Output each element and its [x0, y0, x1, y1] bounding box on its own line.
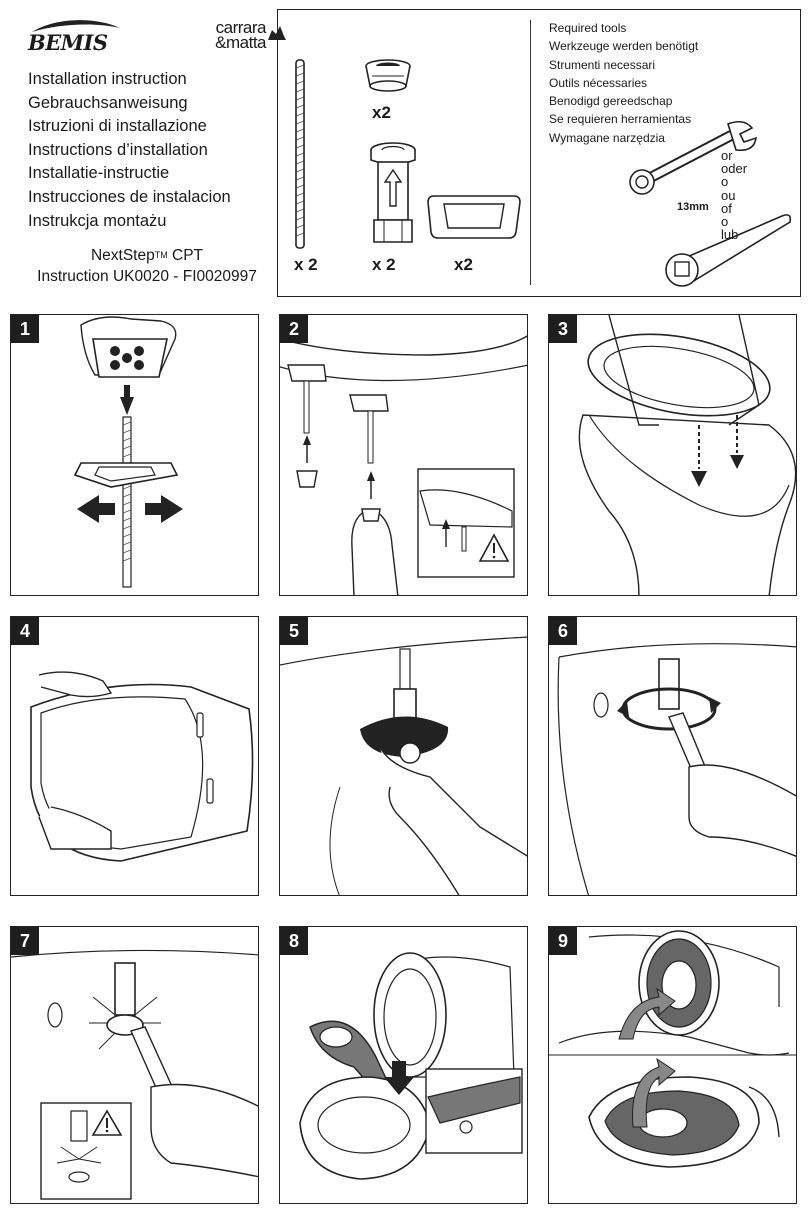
tools-illustration — [629, 120, 792, 287]
warning-triangle-icon — [91, 1109, 123, 1136]
rod-quantity: x 2 — [294, 255, 318, 274]
tools-line-es: Se requieren herramientas — [549, 112, 692, 127]
right-arrow-icon — [145, 495, 183, 523]
step-6-illustration — [557, 643, 796, 895]
tools-line-de: Werkzeuge werden benötigt — [549, 39, 699, 54]
carrara-logo-line2: &matta — [215, 33, 266, 52]
left-arrow-icon — [77, 495, 115, 523]
step-1-panel: 1 — [10, 314, 259, 596]
or-es: o — [721, 214, 729, 230]
step-6-badge: 6 — [549, 617, 577, 645]
step-2-panel: 2 — [279, 314, 528, 596]
or-it: o — [721, 174, 729, 190]
tools-line-pl: Wymagane narzędzia — [549, 130, 665, 145]
bolt-quantity: x 2 — [372, 255, 396, 274]
title-fr: Instructions d’installation — [28, 140, 208, 159]
or-en: or — [721, 148, 733, 163]
cap-quantity: x2 — [372, 103, 391, 122]
cap-nut-icon — [365, 59, 411, 92]
bemis-logo-text: BEMIS — [28, 30, 108, 55]
required-tools-list: Required tools Werkzeuge werden benötigt… — [549, 19, 698, 147]
warning-triangle-icon — [478, 533, 510, 562]
trademark-mark: TM — [154, 250, 168, 260]
step-2-badge: 2 — [280, 315, 308, 343]
parts-illustration — [295, 59, 521, 249]
step-1-badge: 1 — [11, 315, 39, 343]
step-3-illustration — [578, 315, 796, 595]
expansion-bolt-icon — [370, 142, 416, 243]
step-9-panel: 9 — [548, 926, 797, 1204]
washer-quantity: x2 — [454, 255, 473, 274]
inset-detail — [425, 1068, 523, 1154]
curved-arrow-icon — [618, 987, 676, 1040]
inset-detail — [40, 1102, 132, 1200]
square-washer-icon — [427, 195, 521, 239]
step-6-panel: 6 — [548, 616, 797, 896]
carrara-logo-line1: carrara — [215, 18, 267, 37]
title-it: Istruzioni di installazione — [28, 117, 207, 136]
product-info: NextStepTM CPT Instruction UK0020 - FI00… — [22, 245, 272, 287]
or-pl: lub — [721, 227, 739, 243]
or-fr: ou — [721, 187, 736, 203]
combination-wrench-icon — [629, 120, 757, 195]
product-name-suffix: CPT — [167, 247, 204, 264]
step-4-badge: 4 — [11, 617, 39, 645]
step-4-illustration — [30, 671, 254, 862]
or-words: or oder o ou of o lub — [721, 148, 748, 243]
or-nl: of — [721, 200, 732, 216]
step-7-panel: 7 — [10, 926, 259, 1204]
bemis-logo: BEMIS — [24, 14, 134, 58]
tools-line-it: Strumenti necessari — [549, 57, 656, 72]
inset-detail — [417, 468, 515, 578]
title-pl: Instrukcja montażu — [28, 211, 167, 230]
step-8-badge: 8 — [280, 927, 308, 955]
tools-line-fr: Outils nécessaries — [549, 75, 648, 90]
or-de: oder — [721, 161, 748, 177]
step-2-illustration — [280, 335, 527, 595]
title-en: Installation instruction — [28, 70, 187, 88]
tools-line-nl: Benodigd gereedschap — [549, 94, 673, 109]
step-8-illustration — [299, 952, 523, 1180]
step-5-badge: 5 — [280, 617, 308, 645]
step-5-panel: 5 — [279, 616, 528, 896]
step-9-illustration — [549, 930, 796, 1168]
step-1-illustration — [73, 316, 183, 588]
parts-tools-box — [277, 9, 801, 297]
threaded-rod-icon — [295, 59, 305, 249]
step-3-panel: 3 — [548, 314, 797, 596]
rotate-arrow-icon — [360, 716, 449, 757]
product-name-text: NextStep — [90, 247, 155, 264]
title-de: Gebrauchsanweisung — [28, 93, 188, 112]
step-7-illustration — [11, 949, 258, 1200]
tools-line-en: Required tools — [549, 21, 627, 35]
step-3-badge: 3 — [549, 315, 577, 343]
carrara-matta-logo: carrara &matta — [176, 18, 286, 52]
wrench-size: 13mm — [677, 201, 709, 213]
up-arrow-icon — [120, 385, 134, 415]
tools-divider — [530, 20, 531, 285]
step-4-panel: 4 — [10, 616, 259, 896]
product-name: NextStepTM CPT — [22, 245, 272, 266]
down-arrow-icon — [384, 1061, 414, 1095]
bemis-swoosh-icon — [32, 20, 120, 32]
step-8-panel: 8 — [279, 926, 528, 1204]
step-7-badge: 7 — [11, 927, 39, 955]
instruction-titles: Installation instruction Gebrauchsanweis… — [28, 68, 231, 233]
cap-wrench-icon — [665, 214, 792, 287]
step-5-illustration — [280, 636, 527, 895]
title-nl: Installatie-instructie — [28, 164, 170, 183]
instruction-number: Instruction UK0020 - FI0020997 — [37, 268, 257, 285]
curved-arrow-icon — [632, 1057, 676, 1128]
title-es: Instrucciones de instalacion — [28, 187, 231, 206]
step-9-badge: 9 — [549, 927, 577, 955]
